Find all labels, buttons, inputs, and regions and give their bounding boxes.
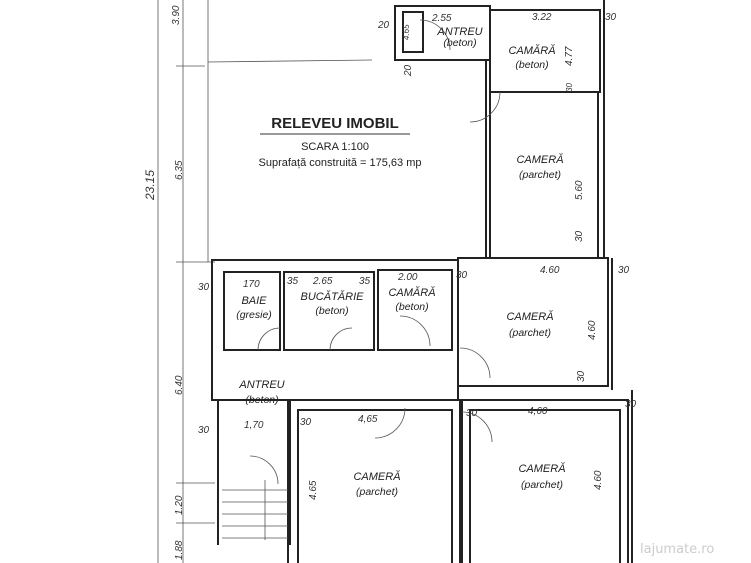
svg-text:1.88: 1.88 [174, 540, 185, 560]
room-floor: (beton) [315, 305, 348, 317]
svg-text:3.90: 3.90 [171, 5, 182, 25]
room-name: CAMĂRĂ [508, 44, 555, 57]
room-name: CAMERĂ [516, 153, 563, 166]
svg-text:2.55: 2.55 [431, 13, 452, 24]
svg-text:2.65: 2.65 [312, 276, 333, 287]
svg-text:1.20: 1.20 [174, 495, 185, 515]
svg-text:30: 30 [198, 425, 210, 436]
svg-text:30: 30 [565, 83, 574, 92]
room-name: ANTREU [238, 379, 284, 391]
room-floor: (beton) [245, 394, 278, 406]
svg-text:4.60: 4.60 [540, 265, 560, 276]
room-floor: (beton) [515, 59, 548, 71]
room-floor: (beton) [395, 301, 428, 313]
svg-text:30: 30 [605, 12, 617, 23]
svg-text:30: 30 [456, 270, 468, 281]
svg-text:30: 30 [576, 370, 587, 382]
svg-text:20: 20 [403, 64, 414, 77]
room-floor: (parchet) [509, 327, 551, 339]
room-name: CAMERĂ [518, 462, 565, 475]
plan-area: Suprafață construită = 175,63 mp [259, 157, 422, 169]
room-labels: ANTREU (beton) CAMĂRĂ (beton) CAMERĂ (pa… [236, 26, 565, 498]
svg-text:4.60: 4.60 [593, 470, 604, 490]
svg-text:6.40: 6.40 [174, 375, 185, 395]
svg-text:35: 35 [359, 276, 371, 287]
svg-text:4.60: 4.60 [587, 320, 598, 340]
room-name: CAMERĂ [353, 470, 400, 483]
room-name: CAMERĂ [506, 310, 553, 323]
svg-text:4,60: 4,60 [528, 406, 548, 417]
plan-scale: SCARA 1:100 [301, 141, 369, 153]
svg-text:30: 30 [466, 408, 478, 419]
room-name: BAIE [241, 295, 267, 307]
room-floor: (parchet) [521, 479, 563, 491]
room-floor: (parchet) [356, 486, 398, 498]
room-name: CAMĂRĂ [388, 286, 435, 299]
svg-text:4,65: 4,65 [358, 414, 378, 425]
svg-text:23.15: 23.15 [143, 170, 157, 201]
svg-text:35: 35 [287, 276, 299, 287]
dimension-lines [157, 0, 373, 563]
svg-text:30: 30 [574, 230, 585, 242]
svg-text:30: 30 [618, 265, 630, 276]
svg-text:6.35: 6.35 [174, 160, 185, 180]
room-floor: (beton) [443, 37, 476, 49]
svg-text:20: 20 [377, 20, 390, 31]
room-name: ANTREU [436, 26, 482, 38]
dimension-labels: 3.90 6.35 23.15 6.40 1.20 1.88 2.55 3.22… [143, 5, 637, 560]
svg-text:5.60: 5.60 [574, 180, 585, 200]
svg-text:30: 30 [625, 399, 637, 410]
svg-text:170: 170 [243, 279, 260, 290]
svg-text:3.22: 3.22 [532, 12, 552, 23]
plan-title: RELEVEU IMOBIL [271, 115, 399, 132]
svg-text:30: 30 [198, 282, 210, 293]
svg-text:30: 30 [300, 417, 312, 428]
svg-text:4.65: 4.65 [308, 480, 319, 500]
room-floor: (gresie) [236, 309, 272, 321]
svg-text:2.00: 2.00 [397, 272, 418, 283]
watermark: lajumate.ro [640, 542, 714, 557]
room-name: BUCĂTĂRIE [301, 290, 365, 303]
svg-text:4.65: 4.65 [402, 24, 411, 40]
room-floor: (parchet) [519, 169, 561, 181]
svg-text:4.77: 4.77 [564, 46, 575, 66]
svg-text:1,70: 1,70 [244, 420, 264, 431]
walls [211, 0, 633, 563]
